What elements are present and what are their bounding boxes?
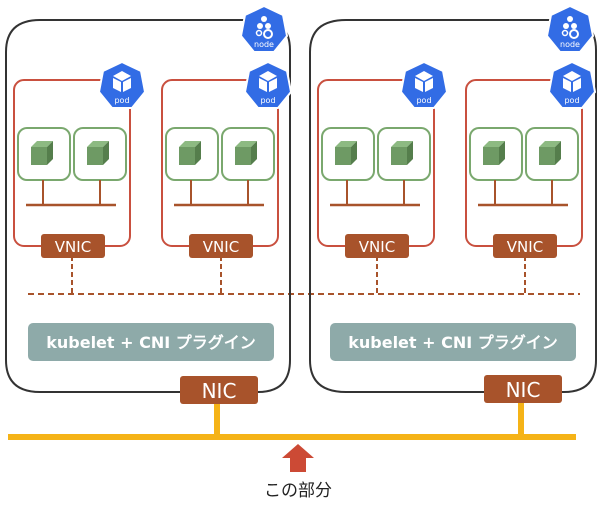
nic (484, 375, 562, 403)
container (166, 128, 218, 180)
container (322, 128, 374, 180)
container (470, 128, 522, 180)
container (18, 128, 70, 180)
node-2: VNIC pod VNIC pod (309, 5, 597, 403)
pod-2-1: VNIC pod (317, 61, 448, 294)
kubelet-cni-label: kubelet + CNI プラグイン (348, 333, 558, 352)
vnic (345, 234, 409, 258)
kubelet-cni-label: kubelet + CNI プラグイン (46, 333, 256, 352)
vnic-label: VNIC (507, 238, 543, 256)
pod-1-1: VNIC pod (13, 61, 146, 294)
svg-text:pod: pod (564, 96, 579, 105)
svg-text:node: node (560, 40, 580, 49)
nic-label: NIC (202, 379, 237, 403)
pod-icon: pod (98, 61, 146, 109)
up-arrow-icon (282, 444, 314, 472)
svg-text:node: node (254, 40, 274, 49)
vnic (189, 234, 253, 258)
node-1: VNIC pod VNIC (5, 5, 292, 404)
pod-icon: pod (244, 61, 292, 109)
svg-text:pod: pod (260, 96, 275, 105)
container (378, 128, 430, 180)
pod-icon: pod (548, 61, 596, 109)
node-icon: node (240, 5, 288, 53)
nic (180, 376, 258, 404)
vnic (41, 234, 105, 258)
node-icon: node (546, 5, 594, 53)
vnic-label: VNIC (203, 238, 239, 256)
nic-label: NIC (506, 378, 541, 402)
kubelet-cni-box (330, 323, 576, 361)
vnic-label: VNIC (55, 238, 91, 256)
vnic-label: VNIC (359, 238, 395, 256)
pointer-label: この部分 (264, 481, 332, 501)
pod-1-2: VNIC pod (161, 61, 292, 294)
svg-text:pod: pod (416, 96, 431, 105)
svg-text:pod: pod (114, 96, 129, 105)
container (526, 128, 578, 180)
pod-icon: pod (400, 61, 448, 109)
container (222, 128, 274, 180)
kubelet-cni-box (28, 323, 274, 361)
vnic (493, 234, 557, 258)
pod-2-2: VNIC pod (465, 61, 596, 294)
container (74, 128, 126, 180)
